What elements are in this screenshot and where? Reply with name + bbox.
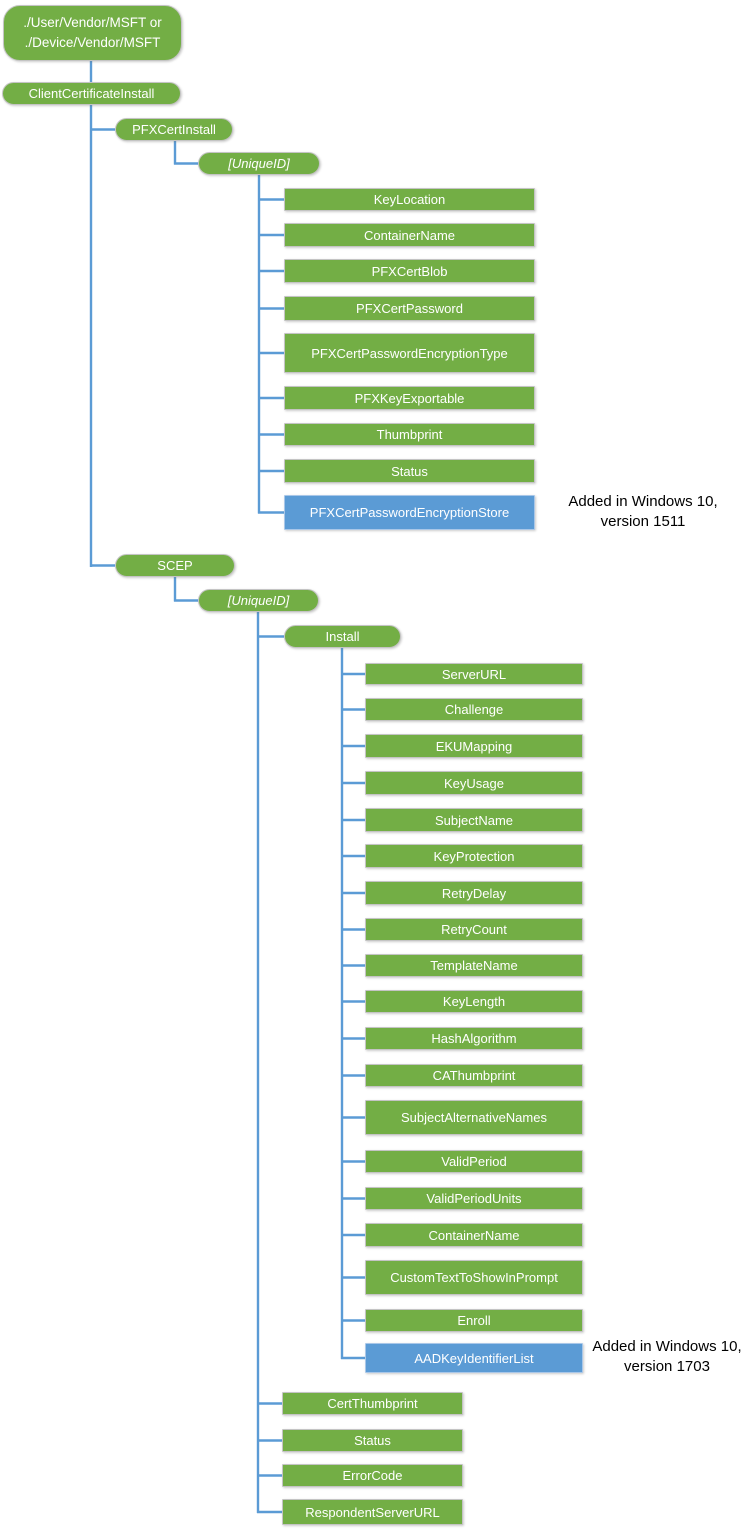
node-scep-status: Status xyxy=(282,1429,463,1452)
node-pfxcertpasswordencryptiontype: PFXCertPasswordEncryptionType xyxy=(284,333,535,373)
node-keylocation: KeyLocation xyxy=(284,188,535,211)
node-subjectname: SubjectName xyxy=(365,808,583,832)
trunk-connectors xyxy=(89,61,344,1513)
pfx-leaf-connectors xyxy=(258,198,285,514)
node-keyusage: KeyUsage xyxy=(365,771,583,795)
scep-leaf-connectors xyxy=(257,1402,283,1514)
node-scep-containername: ContainerName xyxy=(365,1223,583,1247)
node-pfxcertblob: PFXCertBlob xyxy=(284,259,535,283)
node-templatename: TemplateName xyxy=(365,954,583,977)
node-scep: SCEP xyxy=(115,554,235,577)
node-pfx-uniqueid: [UniqueID] xyxy=(198,152,320,175)
node-cathumbprint: CAThumbprint xyxy=(365,1064,583,1087)
node-validperiod: ValidPeriod xyxy=(365,1150,583,1173)
node-challenge: Challenge xyxy=(365,698,583,721)
node-thumbprint: Thumbprint xyxy=(284,423,535,446)
annotation-added-1511: Added in Windows 10, version 1511 xyxy=(568,493,718,530)
node-pfxcertpasswordencryptionstore: PFXCertPasswordEncryptionStore xyxy=(284,495,535,530)
node-install: Install xyxy=(284,625,401,648)
node-clientcertificateinstall: ClientCertificateInstall xyxy=(2,82,181,105)
node-aadkeyidentifierlist: AADKeyIdentifierList xyxy=(365,1343,583,1373)
node-subjectalternativenames: SubjectAlternativeNames xyxy=(365,1100,583,1135)
node-pfxkeyexportable: PFXKeyExportable xyxy=(284,386,535,410)
node-certthumbprint: CertThumbprint xyxy=(282,1392,463,1415)
node-pfxcertpassword: PFXCertPassword xyxy=(284,296,535,321)
node-retrycount: RetryCount xyxy=(365,918,583,941)
node-keylength: KeyLength xyxy=(365,990,583,1013)
node-respondentserverurl: RespondentServerURL xyxy=(282,1499,463,1525)
node-enroll: Enroll xyxy=(365,1309,583,1332)
node-retrydelay: RetryDelay xyxy=(365,881,583,905)
node-pfxcertinstall: PFXCertInstall xyxy=(115,118,233,141)
install-leaf-connectors xyxy=(341,672,366,1360)
node-pfx-status: Status xyxy=(284,459,535,483)
node-hashalgorithm: HashAlgorithm xyxy=(365,1027,583,1050)
node-customtexttoshowinprompt: CustomTextToShowInPrompt xyxy=(365,1260,583,1295)
annotation-added-1703: Added in Windows 10, version 1703 xyxy=(592,1338,742,1375)
node-root-path: ./User/Vendor/MSFT or ./Device/Vendor/MS… xyxy=(3,5,182,61)
node-keyprotection: KeyProtection xyxy=(365,844,583,868)
node-scep-uniqueid: [UniqueID] xyxy=(198,589,319,612)
node-errorcode: ErrorCode xyxy=(282,1464,463,1487)
node-pfx-containername: ContainerName xyxy=(284,223,535,247)
node-serverurl: ServerURL xyxy=(365,663,583,685)
node-validperiodunits: ValidPeriodUnits xyxy=(365,1187,583,1210)
node-ekumapping: EKUMapping xyxy=(365,734,583,758)
